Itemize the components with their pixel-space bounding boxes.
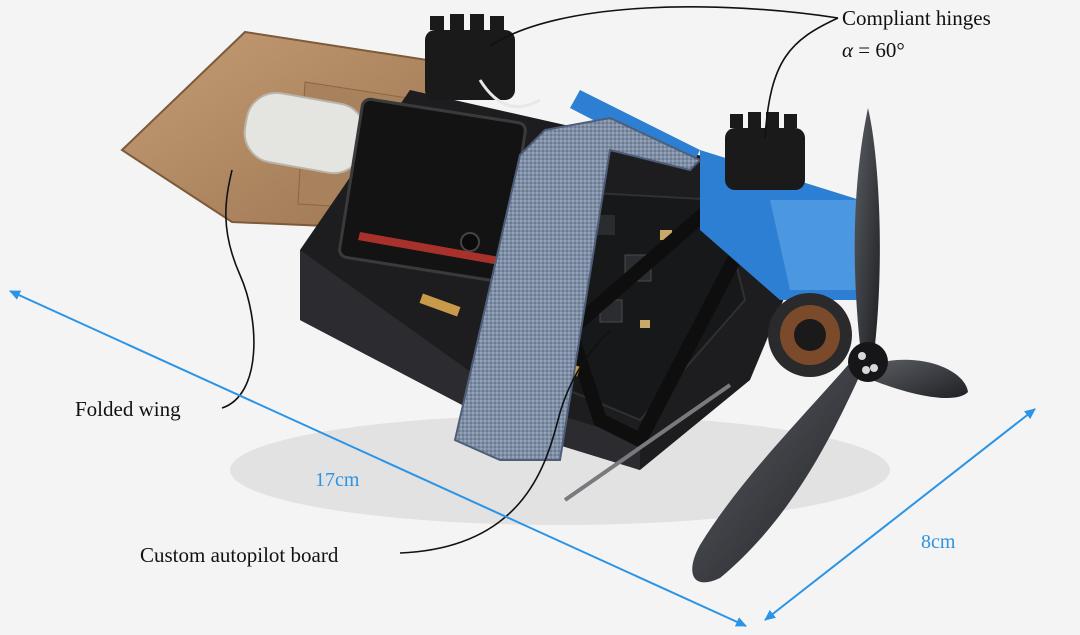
alpha-symbol: α [842, 38, 854, 62]
folded-wing-label: Folded wing [75, 397, 181, 421]
length-dimension-label: 17cm [315, 469, 360, 491]
hinge-angle-label: α = 60° [842, 38, 905, 63]
compliant-hinges-label: Compliant hinges [842, 6, 991, 30]
hinge-top [425, 14, 541, 109]
length-arrow [9, 290, 747, 627]
leader-hinges-right [764, 17, 839, 139]
motor [768, 293, 852, 377]
width-arrow [764, 408, 1036, 621]
leader-hinges-top [489, 6, 839, 47]
autopilot-board-label: Custom autopilot board [140, 543, 339, 567]
width-dimension-label: 8cm [921, 531, 956, 553]
screw [460, 232, 480, 252]
hinge-right [725, 112, 805, 190]
alpha-value: = 60° [853, 38, 905, 62]
